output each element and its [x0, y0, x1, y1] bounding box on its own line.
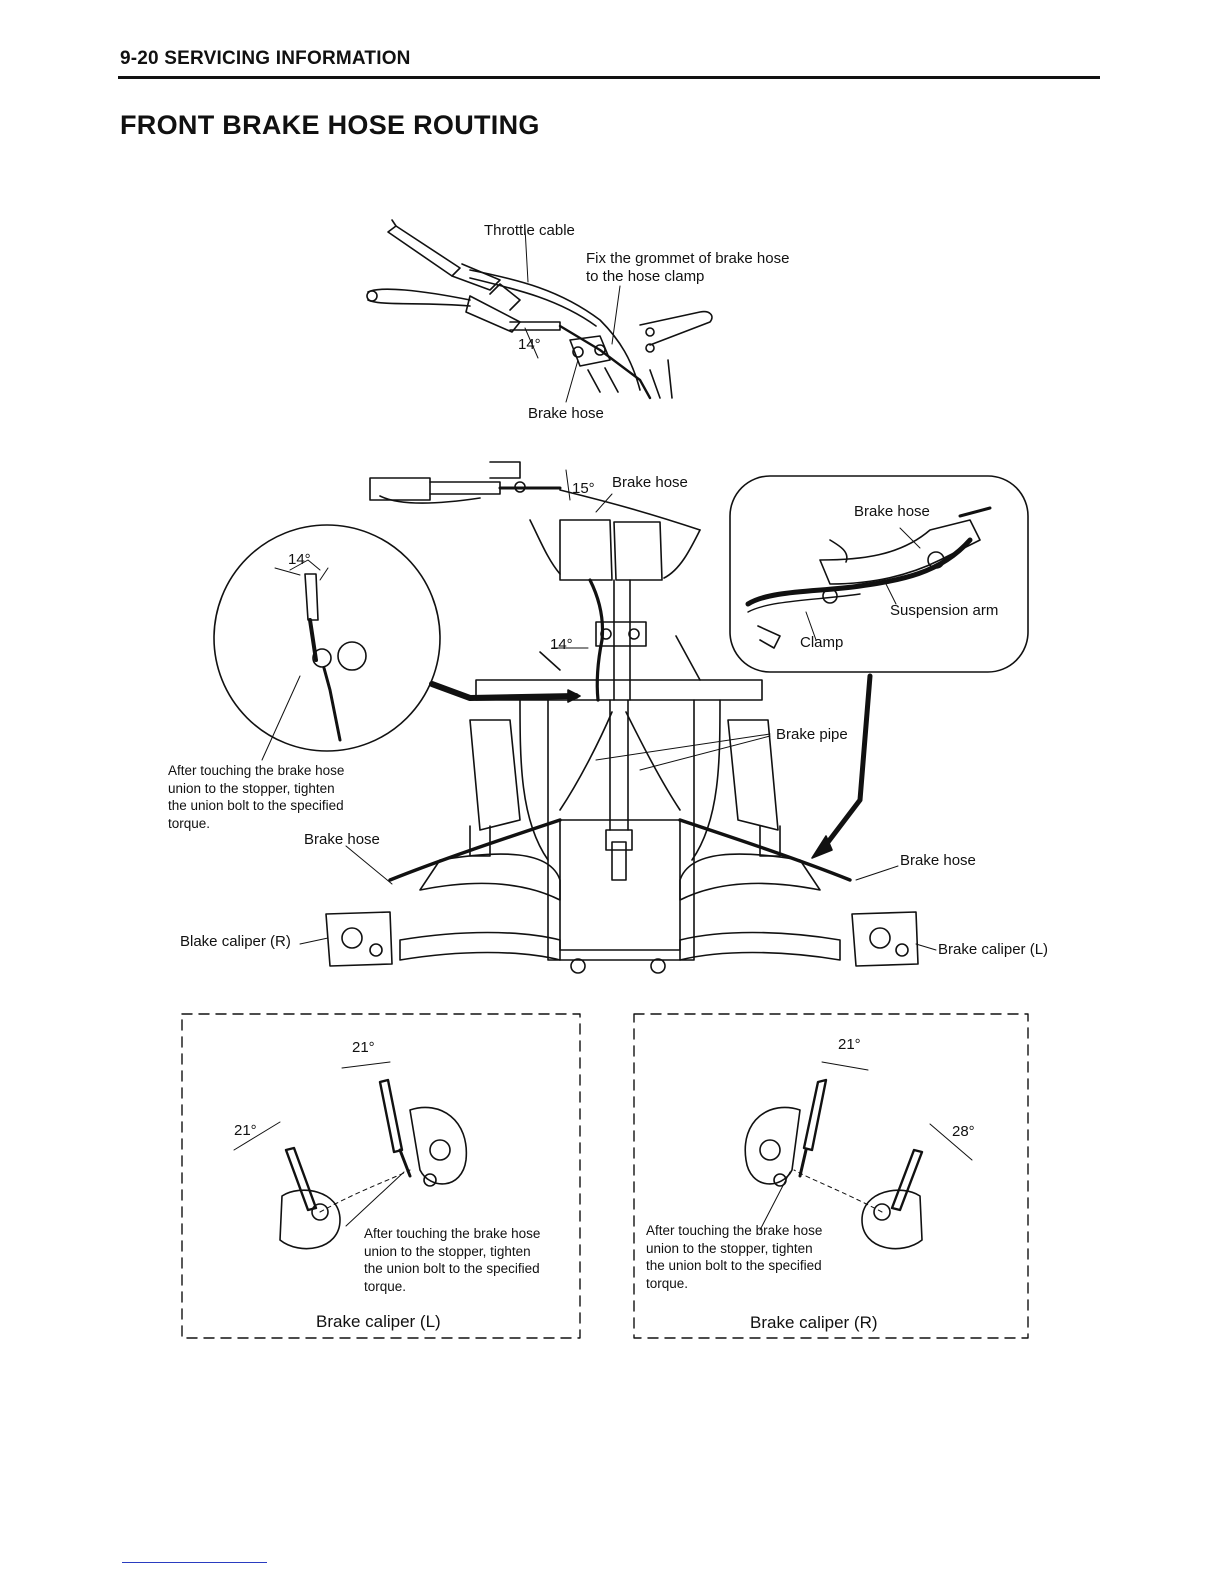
- detail-right-note: After touching the brake hose union to t…: [646, 1223, 823, 1291]
- union-note-main: After touching the brake hose union to t…: [168, 763, 345, 831]
- label-throttle-cable: Throttle cable: [484, 222, 575, 239]
- detail-left-note: After touching the brake hose union to t…: [364, 1226, 541, 1294]
- union-detail-circle: [213, 524, 441, 761]
- label-brake-hose-mid: Brake hose: [612, 474, 688, 491]
- section-header: 9-20 SERVICING INFORMATION: [120, 48, 411, 69]
- detail-left-angle-a: 21°: [352, 1039, 375, 1056]
- label-inset-clamp: Clamp: [800, 634, 844, 651]
- detail-left-caption: Brake caliper (L): [316, 1312, 441, 1331]
- detail-right-caption: Brake caliper (R): [750, 1313, 878, 1332]
- page-header: 9-20 SERVICING INFORMATION: [118, 48, 1100, 79]
- label-grommet-note-1: Fix the grommet of brake hose: [586, 250, 790, 267]
- frame-drawing: [299, 679, 937, 974]
- label-angle-15: 15°: [572, 480, 595, 497]
- label-brake-hose-top: Brake hose: [528, 405, 604, 422]
- label-brake-hose-right: Brake hose: [900, 852, 976, 869]
- suspension-arm-inset: [729, 475, 1029, 673]
- caliper-r-detail-drawing: [633, 1013, 1029, 1339]
- detail-right-angle-a: 21°: [838, 1036, 861, 1053]
- label-brake-caliper-l: Brake caliper (L): [938, 941, 1049, 958]
- label-inset-suspension-arm: Suspension arm: [890, 602, 999, 619]
- label-brake-pipe: Brake pipe: [776, 726, 848, 743]
- detail-right-angle-b: 28°: [952, 1123, 975, 1140]
- label-angle-14-detail: 14°: [288, 551, 311, 568]
- label-brake-hose-left: Brake hose: [304, 831, 380, 848]
- label-angle-14-top: 14°: [518, 336, 541, 353]
- label-angle-14-center: 14°: [550, 636, 573, 653]
- handlebar-detail-drawing: [366, 219, 713, 403]
- label-blake-caliper-r: Blake caliper (R): [180, 933, 291, 950]
- label-inset-brake-hose: Brake hose: [854, 503, 930, 520]
- label-grommet-note-2: to the hose clamp: [586, 268, 705, 285]
- footer-rule: [122, 1562, 267, 1563]
- caliper-l-detail-drawing: [181, 1013, 581, 1339]
- page-title: FRONT BRAKE HOSE ROUTING: [120, 110, 540, 140]
- main-handlebar-drawing: [369, 461, 701, 702]
- detail-left-angle-b: 21°: [234, 1122, 257, 1139]
